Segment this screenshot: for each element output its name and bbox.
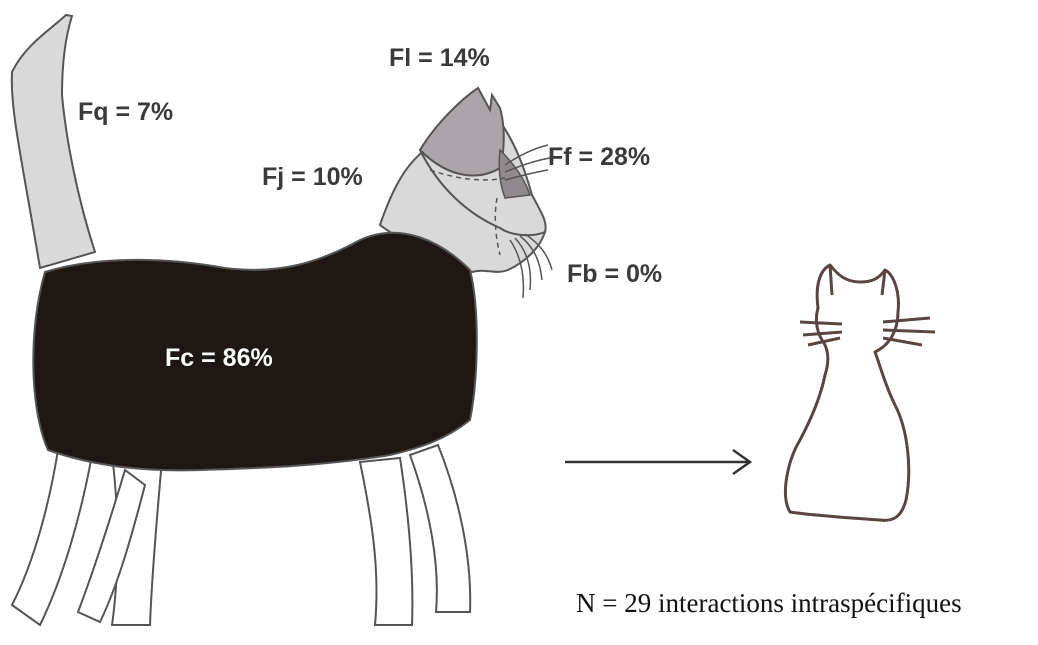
label-fq: Fq = 7% bbox=[78, 100, 173, 125]
caption: N = 29 interactions intraspécifiques bbox=[576, 590, 962, 617]
label-ff: Ff = 28% bbox=[548, 145, 650, 170]
tail-region bbox=[12, 15, 95, 268]
sitting-cat-icon bbox=[785, 265, 935, 520]
label-fb: Fb = 0% bbox=[567, 262, 662, 287]
label-fl: Fl = 14% bbox=[389, 46, 490, 71]
cat-legs bbox=[12, 445, 470, 625]
right-arrow-icon bbox=[565, 450, 750, 474]
label-fc: Fc = 86% bbox=[165, 346, 273, 371]
label-fj: Fj = 10% bbox=[262, 165, 363, 190]
